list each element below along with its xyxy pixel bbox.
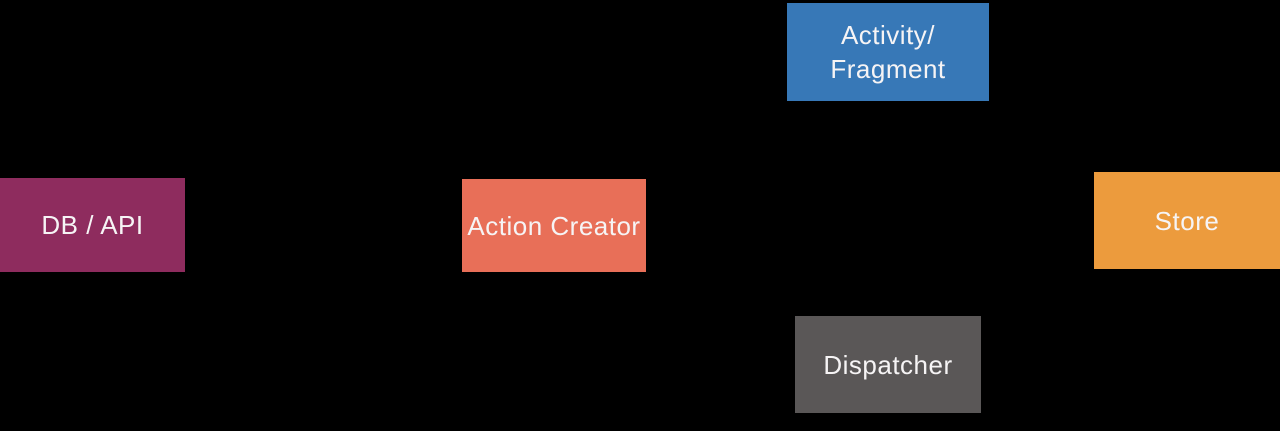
node-action-creator-label: Action Creator: [467, 210, 641, 241]
node-dispatcher: Dispatcher: [795, 316, 981, 413]
node-store-label: Store: [1154, 205, 1220, 236]
node-dispatcher-label: Dispatcher: [823, 349, 953, 380]
node-store: Store: [1094, 172, 1280, 269]
node-activity-fragment: Activity/ Fragment: [787, 3, 989, 101]
node-activity-fragment-label: Activity/ Fragment: [830, 20, 946, 84]
node-action-creator: Action Creator: [462, 179, 646, 272]
node-db-api-label: DB / API: [41, 210, 144, 240]
node-db-api: DB / API: [0, 178, 185, 272]
